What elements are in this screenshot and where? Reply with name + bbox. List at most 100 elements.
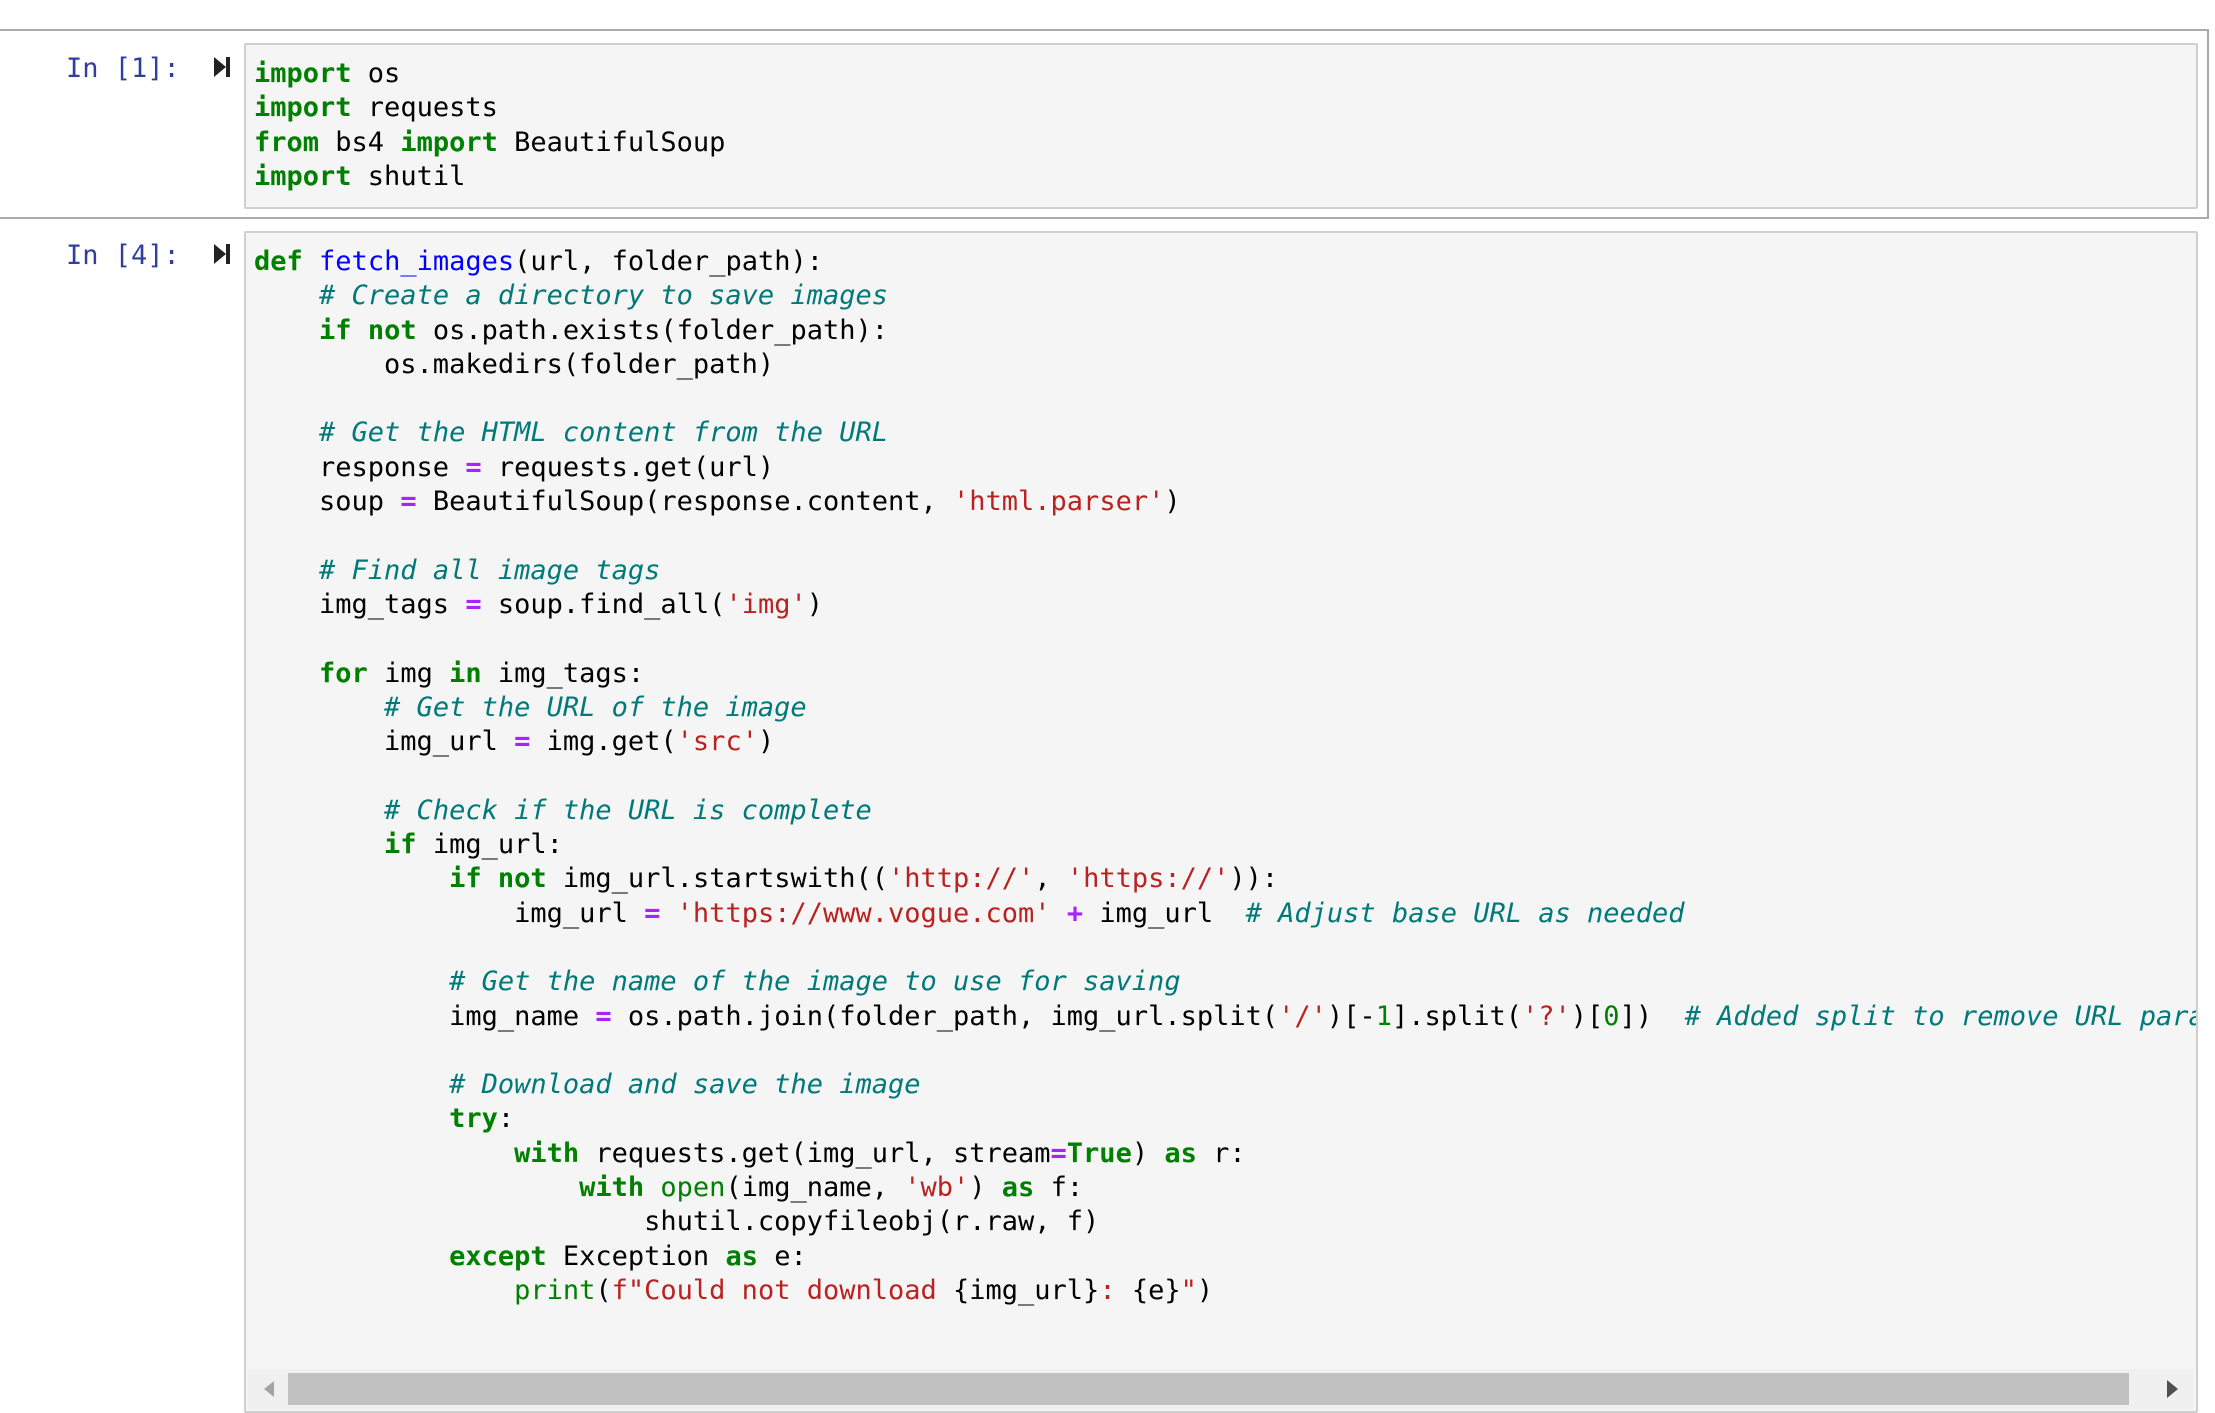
code-token: = (400, 486, 417, 518)
code-token: )[- (1326, 1000, 1376, 1032)
code-token: 'wb' (904, 1172, 970, 1204)
code-token: os.path.exists(folder_path): (416, 314, 888, 346)
code-token: for (319, 657, 368, 689)
code-token: 'html.parser' (953, 486, 1165, 518)
code-token: img_url: (416, 829, 563, 861)
code-token: 'https://' (1066, 863, 1230, 895)
code-line: if not img_url.startswith(('http://', 'h… (254, 862, 2196, 896)
code-line: def fetch_images(url, folder_path): (254, 245, 2196, 279)
code-line (254, 1034, 2196, 1068)
code-token: import (400, 126, 498, 158)
code-token: (url, folder_path): (514, 246, 823, 277)
code-line (254, 382, 2196, 416)
code-token (254, 829, 384, 860)
code-token: img.get( (530, 726, 677, 758)
code-token: )[ (1570, 1000, 1604, 1032)
code-token: if (384, 829, 417, 861)
code-token: bs4 (319, 126, 401, 158)
code-line (254, 622, 2196, 656)
code-token (254, 315, 319, 346)
code-token (254, 966, 449, 997)
code-token: '/' (1278, 1000, 1327, 1032)
scroll-right-arrow-icon[interactable] (2167, 1380, 2178, 1398)
code-token: shutil.copyfileobj(r.raw, f) (254, 1206, 1100, 1238)
code-token: # Find all image tags (319, 554, 661, 586)
code-token: BeautifulSoup(response.content, (416, 486, 954, 518)
code-token: 1 (1375, 1000, 1392, 1032)
code-token: requests (351, 92, 498, 124)
code-token: = (595, 1000, 612, 1032)
code-token: : (1099, 1274, 1132, 1306)
code-token: not (497, 863, 547, 895)
code-token: f"Could not download (611, 1274, 954, 1306)
code-token (644, 1172, 660, 1203)
code-token: import (254, 92, 352, 124)
code-token: # Create a directory to save images (319, 280, 888, 312)
code-line: img_name = os.path.join(folder_path, img… (254, 1000, 2196, 1034)
code-token: not (367, 314, 417, 346)
code-token: with (514, 1137, 580, 1169)
code-token: " (1180, 1274, 1197, 1306)
code-token: # Download and save the image (449, 1069, 921, 1101)
code-line: img_tags = soup.find_all('img') (254, 588, 2196, 622)
code-line: soup = BeautifulSoup(response.content, '… (254, 485, 2196, 519)
code-token (303, 246, 319, 277)
code-token: img_url.startswith(( (546, 863, 889, 895)
code-token (352, 315, 368, 346)
code-token: in (449, 657, 482, 689)
code-line: os.makedirs(folder_path) (254, 348, 2196, 382)
code-line: # Download and save the image (254, 1068, 2196, 1102)
code-token: requests.get(url) (481, 451, 775, 483)
code-token (660, 898, 676, 929)
code-line: # Find all image tags (254, 554, 2196, 588)
code-token: print (514, 1274, 596, 1306)
code-token: os.makedirs(folder_path) (254, 348, 775, 380)
code-line: import requests (254, 91, 725, 125)
code-token: soup (254, 486, 401, 518)
code-editor[interactable]: def fetch_images(url, folder_path): # Cr… (244, 231, 2198, 1413)
code-token: ]) (1619, 1000, 1685, 1032)
run-cell-icon[interactable] (212, 54, 232, 80)
code-token: True (1066, 1137, 1132, 1169)
code-cell-2[interactable]: In [4]: def fetch_images(url, folder_pat… (0, 219, 2209, 1413)
scroll-left-arrow-icon[interactable] (264, 1381, 274, 1397)
code-token: ].split( (1391, 1000, 1522, 1032)
code-token: 'http://' (888, 863, 1035, 895)
code-token: e: (757, 1240, 807, 1272)
code-token (254, 692, 384, 723)
code-token: fetch_images (319, 246, 515, 277)
code-token (254, 417, 319, 448)
code-token: as (1164, 1137, 1197, 1169)
code-token: f: (1034, 1172, 1084, 1204)
code-token: = (644, 897, 661, 929)
code-token: img_tags (254, 588, 466, 620)
code-token: response (254, 451, 466, 483)
code-token: ) (1164, 486, 1181, 518)
code-line: # Check if the URL is complete (254, 794, 2196, 828)
code-token (482, 863, 498, 894)
code-token (254, 280, 319, 311)
code-token: os (351, 58, 401, 89)
code-token: open (660, 1172, 726, 1204)
input-prompt: In [1]: (66, 53, 180, 84)
code-token: ) (1196, 1274, 1214, 1306)
code-token: 'src' (676, 726, 758, 758)
run-cell-icon[interactable] (212, 241, 232, 267)
code-token: r: (1196, 1137, 1246, 1169)
code-token: {img_url} (953, 1274, 1100, 1306)
code-token: shutil (351, 160, 466, 192)
code-line: # Get the name of the image to use for s… (254, 965, 2196, 999)
code-line: for img in img_tags: (254, 657, 2196, 691)
code-token: = (514, 726, 531, 758)
horizontal-scrollbar[interactable] (248, 1369, 2194, 1409)
code-token: # Added split to remove URL parameter (1684, 1000, 2196, 1032)
code-token: try (449, 1103, 498, 1135)
code-line: img_url = img.get('src') (254, 725, 2196, 759)
code-token (254, 555, 319, 586)
code-token: # Get the HTML content from the URL (319, 417, 888, 449)
code-block[interactable]: def fetch_images(url, folder_path): # Cr… (254, 245, 2196, 1308)
scrollbar-thumb[interactable] (288, 1373, 2129, 1405)
